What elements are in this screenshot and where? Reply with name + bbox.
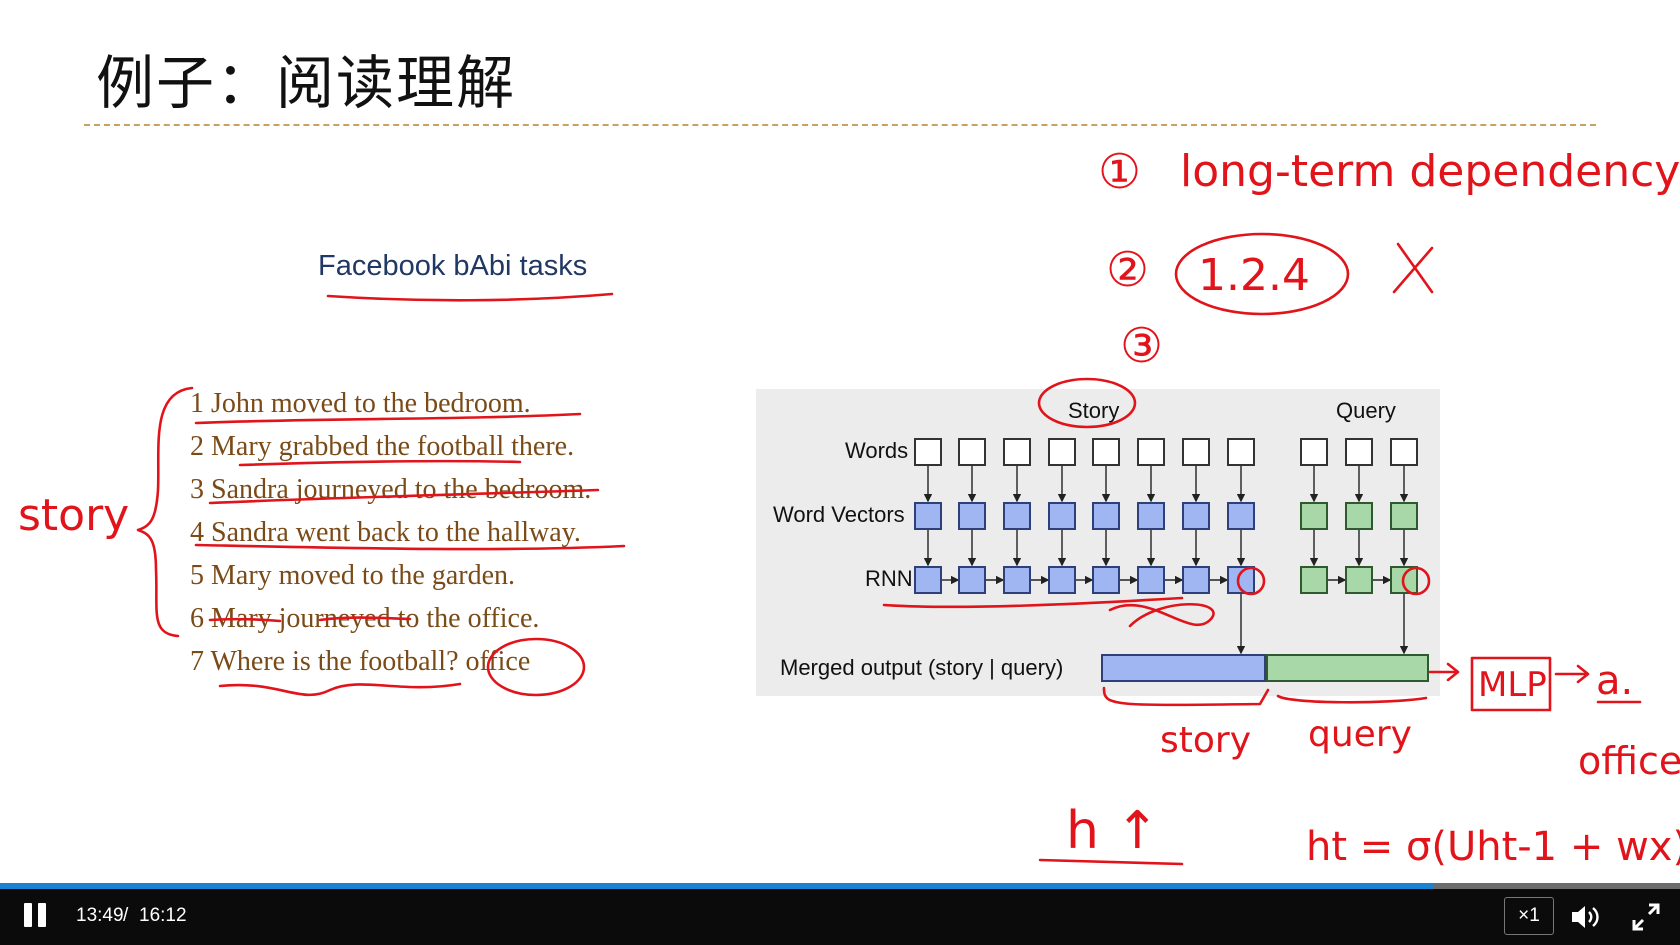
story-brace-label: story — [18, 490, 129, 541]
cross-mark — [1392, 242, 1434, 294]
question-underline — [218, 682, 462, 697]
row-label-rnn: RNN — [865, 566, 913, 591]
story-word-cell-1 — [914, 438, 942, 466]
mlp-box — [1470, 656, 1552, 712]
story-word-cell-8 — [1227, 438, 1255, 466]
story-vector-cell-8 — [1227, 502, 1255, 530]
progress-bar[interactable] — [0, 883, 1680, 889]
story-header: Story — [1068, 398, 1120, 423]
note-3-number: ③ — [1120, 318, 1163, 374]
question-line: 7 Where is the football? office — [190, 646, 531, 677]
current-time: 13:49 — [76, 905, 124, 926]
story-word-cell-7 — [1182, 438, 1210, 466]
h-note: h ↑ — [1066, 801, 1159, 861]
story-line-4: 4 Sandra went back to the hallway. — [190, 517, 581, 548]
duration: 16:12 — [139, 905, 187, 926]
rnn-diagram: Story Query Words Word Vectors RNN Merge… — [756, 389, 1440, 696]
note-1-number: ① — [1098, 144, 1141, 200]
merged-output-label: Merged output (story | query) — [780, 655, 1064, 680]
note-1-text: long-term dependency — [1180, 146, 1680, 197]
story-rnn-cell-5 — [1092, 566, 1120, 594]
fullscreen-icon[interactable] — [1630, 901, 1662, 933]
query-word-cell-1 — [1300, 438, 1328, 466]
query-rnn-cell-2 — [1345, 566, 1373, 594]
query-vector-cell-2 — [1345, 502, 1373, 530]
query-header: Query — [1336, 398, 1396, 423]
story-rnn-cell-2 — [958, 566, 986, 594]
query-word-cell-2 — [1345, 438, 1373, 466]
query-rnn-cell-3 — [1390, 566, 1418, 594]
story-rnn-cell-8 — [1227, 566, 1255, 594]
merged-query-note: query — [1308, 714, 1412, 755]
story-vector-cell-7 — [1182, 502, 1210, 530]
merged-query-brace — [1276, 694, 1428, 704]
answer-a: a. — [1596, 658, 1633, 704]
story-rnn-cell-6 — [1137, 566, 1165, 594]
title-divider — [84, 124, 1596, 126]
row-label-word-vectors: Word Vectors — [773, 502, 905, 527]
story-line-2: 2 Mary grabbed the football there. — [190, 431, 575, 462]
story-vector-cell-6 — [1137, 502, 1165, 530]
merged-query-segment — [1266, 654, 1429, 682]
answer-office: office — [1578, 739, 1680, 783]
story-word-cell-2 — [958, 438, 986, 466]
pause-icon[interactable] — [22, 903, 48, 931]
subtitle-underline — [326, 292, 614, 302]
story-line-1: 1 John moved to the bedroom. — [190, 388, 531, 419]
story-list: 1 John moved to the bedroom. 2 Mary grab… — [190, 382, 591, 683]
merged-story-note: story — [1160, 720, 1251, 761]
merged-story-segment — [1101, 654, 1266, 682]
story-line-3: 3 Sandra journeyed to the bedroom. — [190, 474, 592, 505]
row-label-words: Words — [845, 438, 909, 463]
story-word-cell-3 — [1003, 438, 1031, 466]
slide-subtitle: Facebook bAbi tasks — [318, 250, 588, 282]
story-word-cell-5 — [1092, 438, 1120, 466]
query-vector-cell-3 — [1390, 502, 1418, 530]
slide-title: 例子：阅读理解 — [96, 49, 517, 117]
story-line-6: 6 Mary journeyed to the office. — [190, 603, 540, 634]
story-brace — [136, 386, 194, 638]
story-line-5: 5 Mary moved to the garden. — [190, 560, 516, 591]
player-controls: 13:49 / 16:12 ×1 — [0, 889, 1680, 945]
playback-speed-button[interactable]: ×1 — [1504, 897, 1554, 935]
story-vector-cell-4 — [1048, 502, 1076, 530]
story-rnn-cell-7 — [1182, 566, 1210, 594]
story-vector-cell-2 — [958, 502, 986, 530]
diagram-arrows — [923, 466, 1409, 655]
query-vector-cell-1 — [1300, 502, 1328, 530]
note-2-number: ② — [1106, 242, 1149, 298]
volume-icon[interactable] — [1568, 901, 1604, 933]
story-vector-cell-3 — [1003, 502, 1031, 530]
note-2-text: 1.2.4 — [1198, 250, 1310, 301]
rnn-formula: ht = σ(Uht-1 + wx) — [1306, 824, 1680, 870]
query-word-cell-3 — [1390, 438, 1418, 466]
query-rnn-cell-1 — [1300, 566, 1328, 594]
lecture-slide: 例子：阅读理解 Facebook bAbi tasks 1 John moved… — [18, 49, 1680, 870]
time-separator: / — [123, 905, 129, 926]
mlp-to-answer-arrow — [1554, 664, 1590, 684]
story-vector-cell-1 — [914, 502, 942, 530]
story-word-cell-6 — [1137, 438, 1165, 466]
story-word-cell-4 — [1048, 438, 1076, 466]
story-vector-cell-5 — [1092, 502, 1120, 530]
story-rnn-cell-3 — [1003, 566, 1031, 594]
story-rnn-cell-4 — [1048, 566, 1076, 594]
answer-options-circle — [1174, 232, 1350, 316]
mlp-label: MLP — [1478, 665, 1547, 705]
h-underline — [1038, 858, 1184, 866]
progress-fill — [0, 883, 1434, 889]
story-rnn-cell-1 — [914, 566, 942, 594]
